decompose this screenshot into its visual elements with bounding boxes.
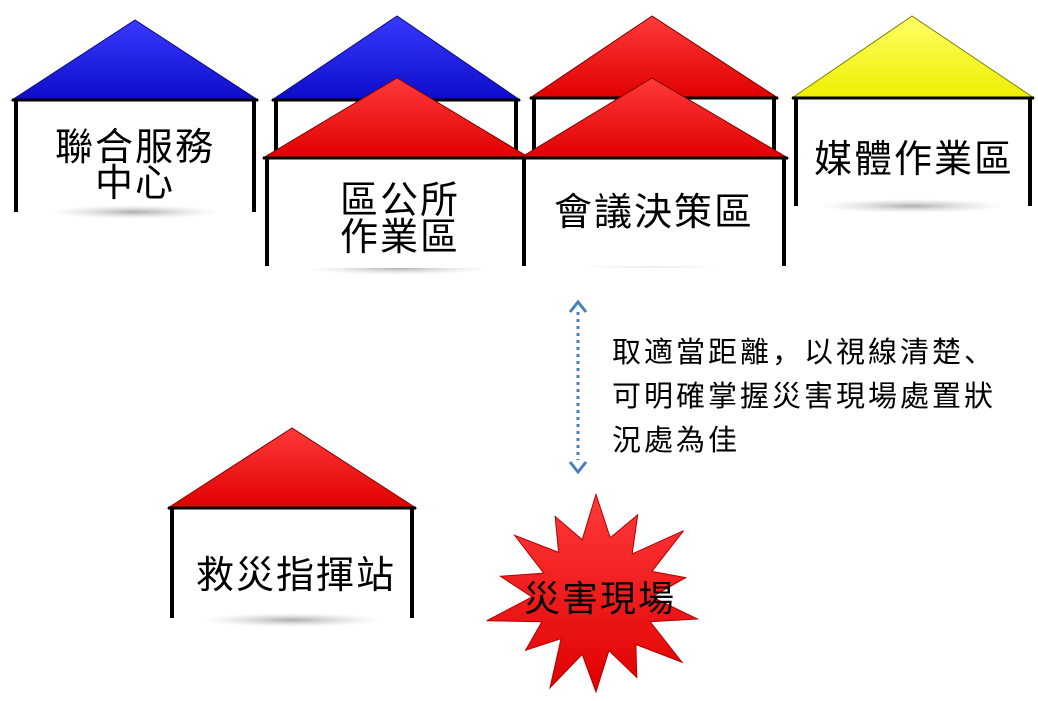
burst-shape <box>486 492 700 694</box>
tent-district-office: 區公所 作業區 <box>261 77 532 268</box>
disaster-scene-burst: 災害現場 <box>486 492 700 694</box>
arrow-head-down <box>568 461 588 475</box>
tent-label-line1: 區公所 <box>340 178 460 222</box>
distance-note: 取適當距離，以視線清楚、 可明確掌握災害現場處置狀 況處為佳 <box>612 330 1032 462</box>
tent-label-line2: 中心 <box>95 161 175 205</box>
distance-arrow <box>568 299 588 475</box>
tent-label-line1: 救災指揮站 <box>196 553 396 597</box>
tent-roof <box>10 19 260 101</box>
note-line-2: 可明確掌握災害現場處置狀 <box>612 379 997 413</box>
disaster-scene-label: 災害現場 <box>524 579 676 620</box>
note-line-3: 況處為佳 <box>612 423 741 457</box>
tent-label-line1: 聯合服務 <box>55 125 215 169</box>
tent-roof <box>790 15 1036 99</box>
tent-rescue-command: 救災指揮站 <box>166 427 418 618</box>
arrow-head-up <box>568 299 588 313</box>
note-line-1: 取適當距離，以視線清楚、 <box>612 335 997 369</box>
tent-roof <box>166 427 418 509</box>
tent-label-line2: 作業區 <box>340 215 460 259</box>
tent-media: 媒體作業區 <box>790 15 1036 206</box>
tent-joint-service: 聯合服務 中心 <box>10 19 260 212</box>
tent-label-line1: 媒體作業區 <box>814 137 1014 181</box>
tent-meeting-decision: 會議決策區 <box>518 77 790 266</box>
tent-label-line1: 會議決策區 <box>554 190 754 234</box>
